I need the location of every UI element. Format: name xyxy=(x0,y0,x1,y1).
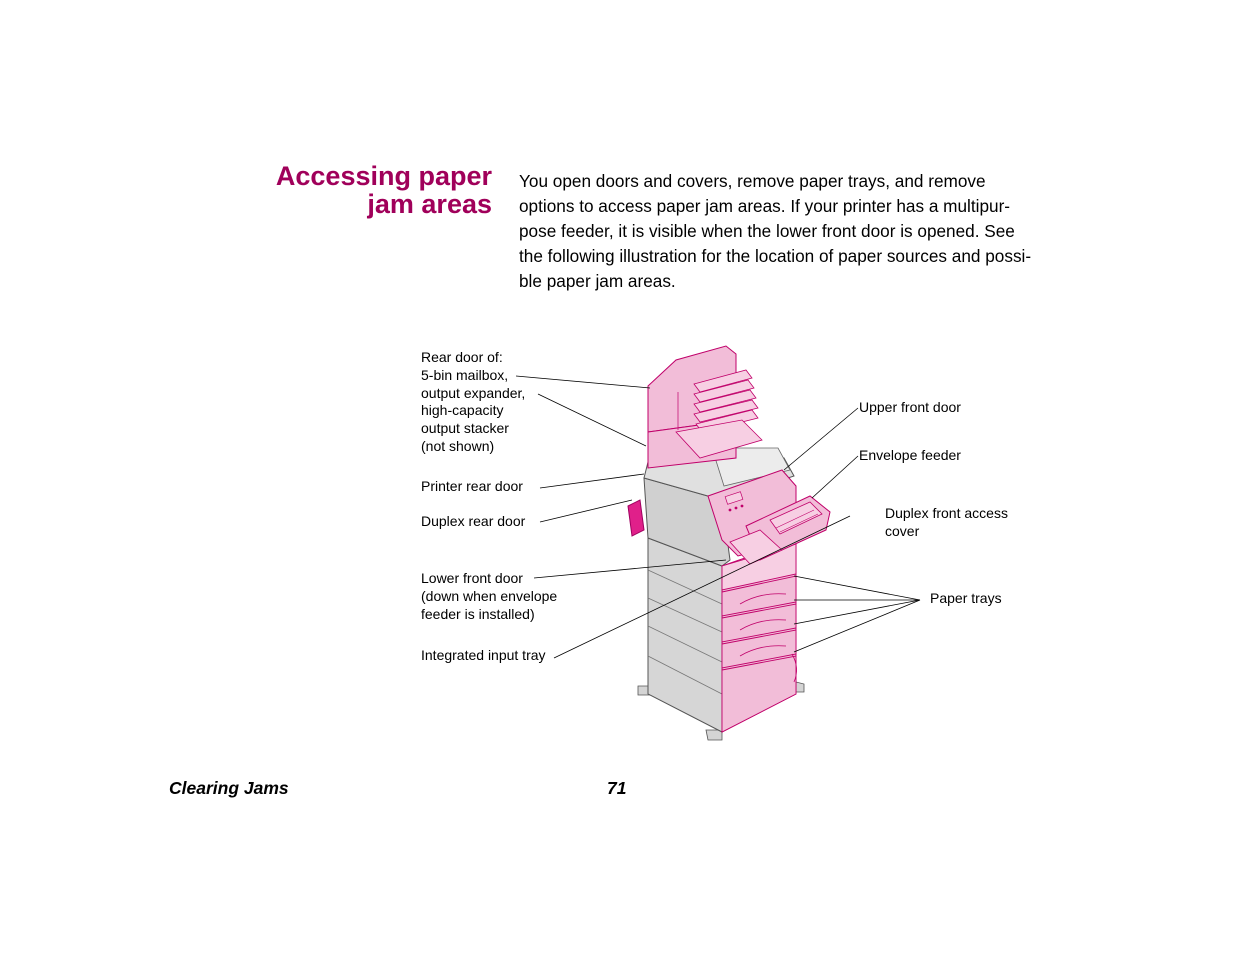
duplex-rear-door xyxy=(627,499,645,537)
heading-line-2: jam areas xyxy=(367,189,492,219)
callout-duplex-front-line-2: cover xyxy=(885,522,920,539)
callout-duplex-front-line-1: Duplex front access xyxy=(885,505,1008,521)
intro-paragraph: You open doors and covers, remove paper … xyxy=(519,169,1081,294)
callout-rear-door-line-3: output expander, xyxy=(421,384,526,401)
heading-line-1: Accessing paper xyxy=(275,161,492,191)
envelope-feeder xyxy=(729,495,831,565)
callout-upper-front-door: Upper front door xyxy=(859,399,961,415)
callout-envelope-feeder: Envelope feeder xyxy=(859,447,961,463)
intro-line-3: pose feeder, it is visible when the lowe… xyxy=(519,221,1015,241)
intro-line-2: options to access paper jam areas. If yo… xyxy=(519,196,1011,216)
callout-leader-lines xyxy=(515,375,921,659)
callout-lower-front-door-line-3: feeder is installed) xyxy=(421,605,535,622)
callout-rear-door-line-6: (not shown) xyxy=(421,437,495,454)
intro-line-5: ble paper jam areas. xyxy=(519,271,676,291)
mailbox xyxy=(647,345,763,469)
intro-line-1: You open doors and covers, remove paper … xyxy=(519,171,986,191)
footer-section-title: Clearing Jams xyxy=(169,778,289,798)
footer-page-number: 71 xyxy=(607,778,627,798)
callout-rear-door-line-2: 5-bin mailbox, xyxy=(421,366,509,383)
callout-rear-door-line-4: high-capacity xyxy=(421,402,504,419)
callout-printer-rear-door: Printer rear door xyxy=(421,478,523,494)
callout-lower-front-door: Lower front door (down when envelope fee… xyxy=(421,570,557,623)
callout-paper-trays: Paper trays xyxy=(930,590,1002,606)
callout-lower-front-door-line-2: (down when envelope xyxy=(421,587,558,604)
callout-duplex-front-access-cover: Duplex front access cover xyxy=(885,505,1008,541)
callout-lower-front-door-line-1: Lower front door xyxy=(421,570,523,586)
callout-rear-door-line-1: Rear door of: xyxy=(421,349,503,365)
callout-integrated-input-tray: Integrated input tray xyxy=(421,647,546,663)
callout-rear-door: Rear door of: 5-bin mailbox, output expa… xyxy=(421,349,525,456)
page-heading: Accessing paper jam areas xyxy=(220,162,492,218)
intro-line-4: the following illustration for the locat… xyxy=(519,246,1032,266)
callout-duplex-rear-door: Duplex rear door xyxy=(421,513,526,529)
paper-tray-stack xyxy=(721,539,797,733)
callout-rear-door-line-5: output stacker xyxy=(421,420,509,437)
